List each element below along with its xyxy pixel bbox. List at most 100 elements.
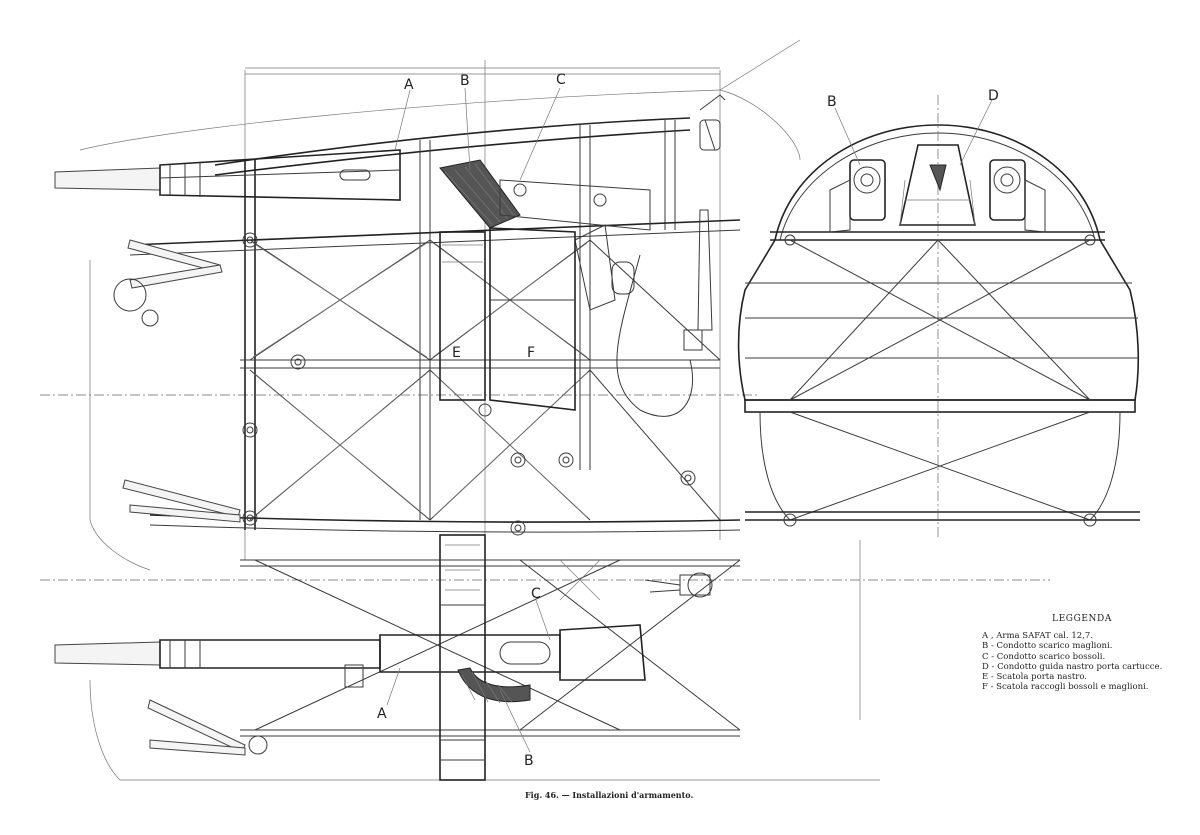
plan-strut-2: [149, 739, 246, 756]
legend: LEGGENDA A , Arma SAFAT cal. 12,7. B - C…: [982, 614, 1182, 692]
box-e: [439, 231, 486, 401]
truss-joints: [242, 232, 696, 536]
chute-b-hatch: [444, 163, 516, 225]
callout-b-side: B: [460, 73, 470, 89]
handle-grip: [611, 261, 635, 295]
front-bracing: [789, 239, 1091, 401]
plan-view: C A B: [40, 534, 1050, 781]
legend-item-e: E - Scatola porta nastro.: [982, 672, 1088, 683]
gun-body-plan: [159, 639, 381, 669]
dimension-top: [245, 67, 720, 75]
fitting-circle: [113, 278, 147, 312]
sight-body: [699, 119, 721, 151]
front-fuselage-outline: [737, 239, 1140, 401]
callout-leaders-plan: [386, 599, 551, 753]
front-gun-right: [989, 159, 1046, 233]
upper-longeron: [214, 117, 691, 166]
mid-longeron: [129, 219, 741, 246]
callout-b-front: B: [827, 94, 837, 110]
gun-body-side: [159, 149, 401, 201]
plan-upper-longeron: [240, 559, 740, 567]
cable-sheath: [697, 209, 713, 331]
legend-item-b: B - Condotto scarico maglioni.: [982, 641, 1113, 652]
cable-loop: [616, 254, 694, 417]
plan-sight-body: [679, 574, 711, 596]
chute-b-plan: [457, 667, 531, 703]
chute-b-plan-hatch: [461, 671, 513, 704]
plan-joint: [248, 735, 268, 755]
callout-leaders-side: [394, 87, 561, 181]
upper-longeron-2: [214, 129, 691, 176]
callout-d-front: D: [988, 88, 999, 104]
frame-aft: [664, 120, 676, 230]
dimension-verticals: [244, 60, 721, 560]
plan-bracing-small: [559, 559, 601, 601]
feed-mechanism: [499, 179, 651, 231]
legend-item-c: C - Condotto scarico bossoli.: [982, 651, 1106, 662]
fuselage-top-line: [79, 39, 801, 151]
frame-rear: [579, 125, 591, 470]
grip-plan: [344, 664, 364, 688]
callout-b-plan: B: [524, 753, 534, 769]
front-center-slot: [929, 164, 947, 192]
box-e-lines: [442, 244, 483, 263]
gun-barrel-side: [54, 167, 161, 191]
lower-longeron-2: [149, 524, 741, 533]
legend-item-a: A , Arma SAFAT cal. 12,7.: [982, 631, 1094, 642]
front-lower-bracing: [789, 411, 1091, 521]
frame-front: [244, 160, 256, 530]
gun-receiver-plan: [379, 634, 561, 673]
legend-item-f: F - Scatola raccogli bossoli e maglioni.: [982, 682, 1149, 693]
front-canopy: [774, 124, 1101, 241]
frame-mid: [419, 140, 431, 520]
lever-assembly: [574, 224, 616, 311]
front-view: B D: [737, 88, 1140, 540]
figure-caption: Fig. 46. — Installazioni d'armamento.: [525, 790, 694, 800]
plan-sight-cables: [644, 579, 681, 593]
cross-member: [240, 359, 720, 369]
callout-a-plan: A: [377, 706, 387, 722]
front-upper-beam: [770, 231, 1105, 241]
callout-c-side: C: [556, 72, 566, 88]
plan-ammo-lines: [445, 544, 480, 591]
fitting-circle-small: [141, 309, 159, 327]
plan-lower-longeron: [240, 729, 740, 737]
callout-f-side: F: [527, 345, 535, 361]
plan-ammo-column: [439, 534, 486, 781]
callout-c-plan: C: [531, 586, 541, 602]
strut-left-4: [129, 504, 241, 523]
feed-unit-plan: [559, 624, 646, 681]
gun-barrel-plan: [54, 641, 161, 666]
front-stringers: [745, 282, 1138, 359]
front-canopy-inner: [779, 132, 1096, 241]
receiver-slot: [499, 641, 551, 665]
plan-bracing: [254, 559, 741, 731]
gun-rings-plan: [169, 640, 201, 668]
front-joints: [783, 234, 1097, 527]
canopy-line: [719, 89, 801, 161]
plan-sight-circle: [687, 572, 713, 598]
callout-e-side: E: [452, 345, 461, 361]
legend-title: LEGGENDA: [1052, 614, 1112, 624]
sight-block: [683, 329, 703, 351]
gun-rings: [169, 163, 201, 197]
box-f: [489, 227, 576, 411]
side-view: A B C E F: [40, 39, 801, 571]
front-lower-beam: [745, 511, 1140, 521]
plan-ammo-dividers: [440, 559, 485, 761]
gun-slot: [339, 169, 371, 181]
callout-a-side: A: [404, 77, 414, 93]
strut-left-2: [129, 264, 223, 289]
sight-arm: [699, 94, 726, 151]
callout-leaders-front: [834, 99, 993, 166]
front-gun-left: [829, 159, 886, 233]
front-floor-beam: [744, 399, 1136, 413]
legend-item-d: D - Condotto guida nastro porta cartucce…: [982, 661, 1163, 672]
plan-outline: [89, 679, 880, 781]
front-chute-lines: [899, 179, 976, 226]
gun-body-line: [159, 169, 401, 179]
fuselage-nose-line: [89, 260, 151, 571]
mid-longeron-2: [129, 229, 741, 256]
